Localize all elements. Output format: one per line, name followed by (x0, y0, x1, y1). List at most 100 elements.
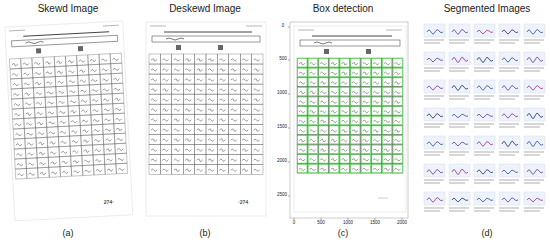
form-cell (206, 144, 217, 154)
form-cell (112, 93, 124, 104)
form-cell (240, 144, 251, 154)
detected-box (393, 78, 402, 86)
handwriting (39, 162, 45, 165)
detected-box (329, 155, 338, 163)
form-cell (149, 114, 160, 124)
form-cell (149, 74, 160, 84)
detected-box (351, 135, 360, 143)
handwriting (299, 72, 305, 74)
handwriting (104, 119, 110, 122)
detected-box (351, 145, 360, 153)
detected-box (340, 145, 349, 153)
form-cell (371, 68, 382, 78)
form-cell (149, 144, 160, 154)
handwriting (231, 79, 237, 81)
form-cell (206, 154, 217, 164)
form-cell (183, 64, 194, 74)
handwriting (352, 91, 358, 93)
handwriting (363, 63, 369, 65)
form-cell (82, 155, 94, 166)
file-name (449, 208, 469, 209)
handwriting (502, 58, 518, 62)
handwriting (185, 69, 191, 71)
form-cell (339, 77, 350, 87)
handwriting (50, 152, 56, 155)
handwriting (527, 30, 543, 34)
form-cell (329, 77, 340, 87)
file-name (474, 211, 490, 212)
file-name (499, 211, 515, 212)
file-name (499, 43, 515, 44)
form-cell (102, 104, 114, 115)
file-name (499, 155, 515, 156)
detected-box (372, 164, 381, 172)
detected-box (393, 135, 402, 143)
file-name (474, 99, 490, 100)
file-name (424, 155, 440, 156)
form-cell (297, 125, 308, 135)
handwriting (208, 159, 214, 161)
handwriting (60, 131, 66, 134)
detected-box (372, 145, 381, 153)
handwriting (394, 72, 400, 74)
form-cell (392, 116, 403, 126)
form-cell (392, 154, 403, 164)
axis-label: 0 (282, 24, 285, 29)
detected-box (351, 116, 360, 124)
segment-thumb (474, 24, 495, 37)
form-cell (81, 135, 93, 146)
handwriting (310, 72, 316, 74)
handwriting (299, 91, 305, 93)
handwriting (242, 119, 248, 121)
form-cell (339, 135, 350, 145)
handwriting (352, 149, 358, 151)
form-cell (79, 105, 91, 116)
handwriting (219, 59, 225, 61)
file-name (524, 152, 544, 153)
detected-box (351, 78, 360, 86)
form-cell (206, 54, 217, 64)
form-cell (26, 158, 38, 169)
detected-box (361, 164, 370, 172)
handwriting (57, 81, 63, 84)
handwriting (162, 139, 168, 141)
handwriting (527, 198, 543, 202)
form-cell (54, 56, 66, 67)
form-cell (361, 68, 372, 78)
form-cell (195, 74, 206, 84)
detected-box (308, 87, 317, 95)
form-cell (217, 54, 228, 64)
handwriting (162, 79, 168, 81)
handwriting (151, 79, 157, 81)
form-cell (318, 77, 329, 87)
form-cell (392, 58, 403, 68)
segment-thumb (524, 164, 545, 177)
form-cell (240, 104, 251, 114)
file-name (449, 96, 469, 97)
segment-thumb (474, 80, 495, 93)
segment-thumb (424, 136, 445, 149)
form-cell (91, 114, 103, 125)
form-cell (183, 144, 194, 154)
detected-box (382, 145, 391, 153)
form-cell (172, 54, 183, 64)
handwriting (427, 30, 443, 34)
deskewed-form (146, 22, 266, 216)
detected-box (308, 155, 317, 163)
form-cell (89, 84, 101, 95)
form-cell (101, 94, 113, 105)
file-name (524, 68, 544, 69)
handwriting (352, 120, 358, 122)
axis-tick (375, 218, 376, 220)
segment-thumb (449, 24, 470, 37)
segment-thumb (474, 164, 495, 177)
form-cell (14, 138, 26, 149)
detected-box (361, 59, 370, 67)
handwriting (95, 149, 101, 152)
handwriting (527, 57, 543, 62)
handwriting (242, 139, 248, 141)
file-name (499, 40, 519, 41)
file-name (424, 68, 444, 69)
detected-box (308, 97, 317, 105)
file-name (474, 43, 490, 44)
